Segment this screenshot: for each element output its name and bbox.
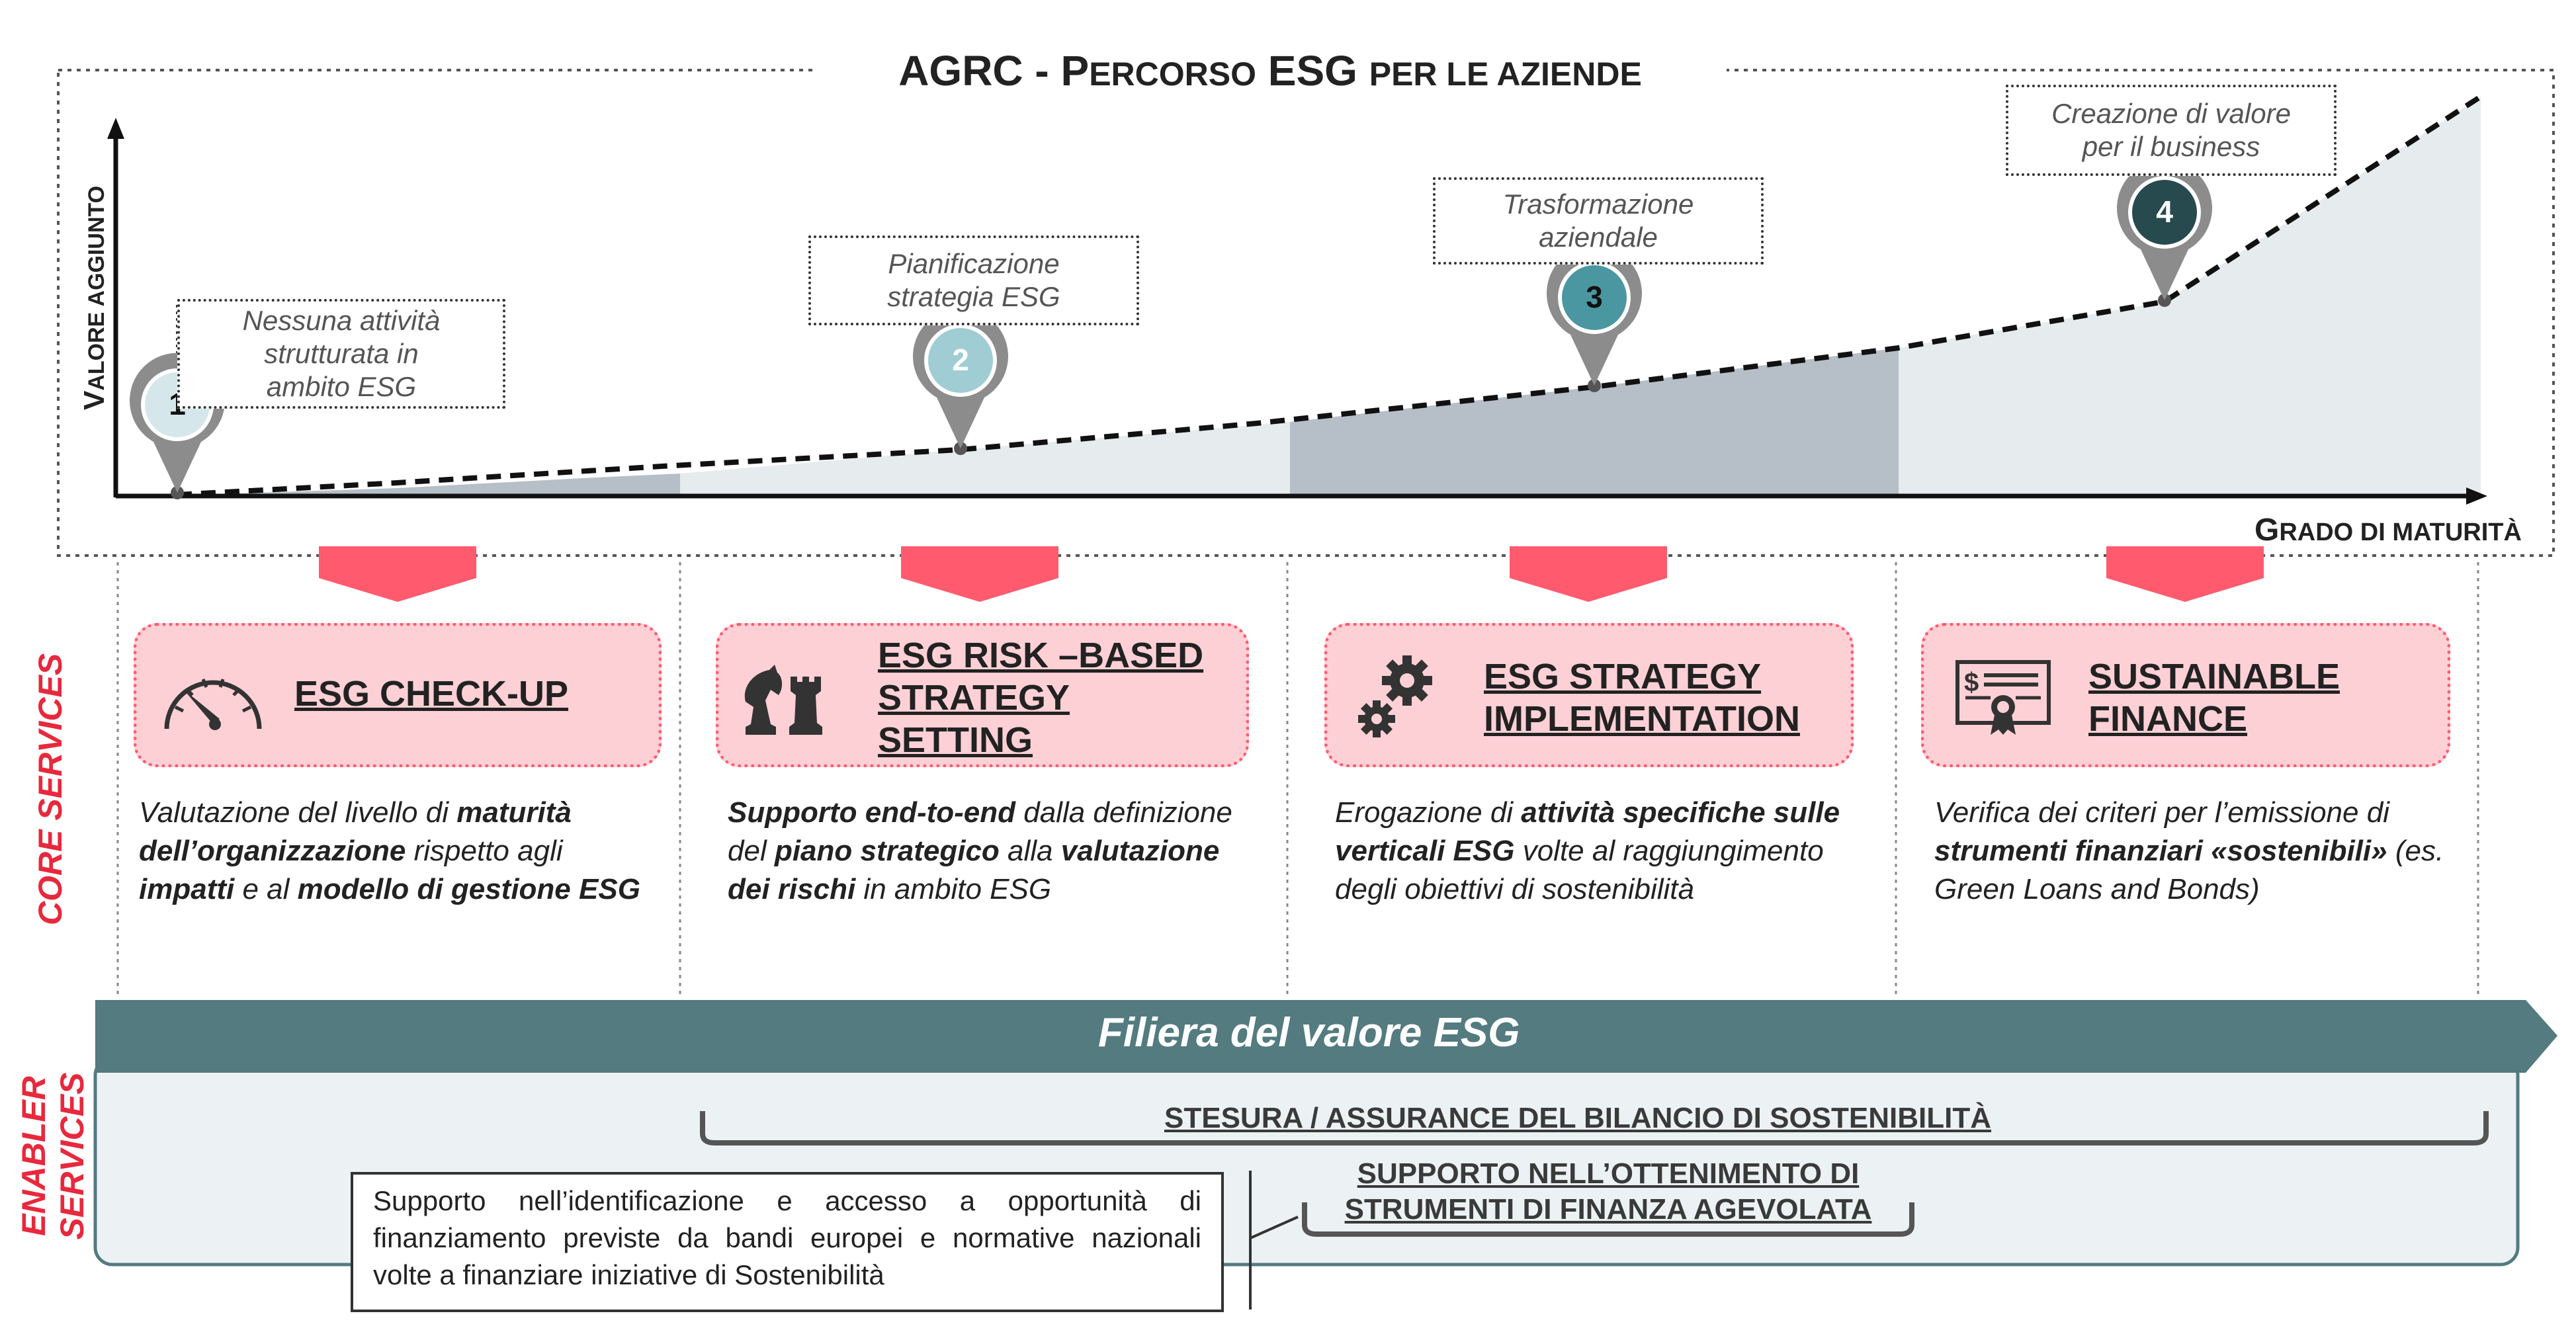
funding-support-box: Supporto nell’identificazione e accesso … [351,1172,1224,1312]
callout-line: per il business [2082,131,2260,162]
description-run: Verifica dei criteri per l’emissione di [1934,796,2389,829]
stage-number-4: 4 [2156,194,2173,229]
description-run: Supporto end-to-end [728,796,1016,829]
service-title-line: SUSTAINABLE [2088,657,2340,696]
banner-text: Filiera del valore ESG [1098,1010,1520,1056]
service-title: ESG CHECK-UP [294,674,569,714]
finanza-label-line: SUPPORTO NELL’OTTENIMENTO DI [1357,1157,1860,1190]
stage-number-3: 3 [1586,280,1603,314]
description-run: Erogazione di [1335,796,1522,829]
area-segment-2 [680,422,1290,496]
chess-icon [739,661,832,743]
description-run: dalla definizione del [728,796,1232,867]
callout-line: strutturata in [264,338,419,369]
area-segment-4 [1899,97,2481,496]
description-run: alla [999,835,1061,867]
maturity-line [177,94,2483,497]
down-arrow-3 [1510,546,1667,602]
description-run: rispetto agli [406,835,563,867]
callout-line: Creazione di valore [2051,98,2291,129]
title-part: ESG [1256,47,1369,95]
description-run: volte al raggiungimento degli obiettivi … [1335,835,1824,905]
callout-line: Nessuna attività [242,305,441,336]
maturity-chart [57,69,2555,557]
service-title-line: ESG RISK –BASED [878,636,1204,675]
down-arrow-1 [319,546,476,602]
description-run: e al [234,873,298,905]
service-title-line: STRATEGY [878,678,1070,718]
down-arrow-4 [2106,546,2264,602]
callout-line: strategia ESG [887,281,1060,312]
finanza-bracket [1302,1202,1914,1237]
service-title-block: SUSTAINABLE FINANCE [2088,655,2340,740]
title-part: PER LE AZIENDE [1369,56,1642,93]
description-run: attività specifiche sulle verticali ESG [1335,796,1840,867]
x-axis-label-cap: G [2254,513,2280,548]
service-title-line: FINANCE [2088,699,2247,739]
service-card-esg-check-up[interactable]: ESG CHECK-UP [134,623,662,767]
description-run: Valutazione del livello di [139,796,457,829]
stage-number-2: 2 [952,343,969,377]
value-chain-banner-label: Filiera del valore ESG [1098,1009,1520,1056]
callout-line: Pianificazione [888,248,1060,279]
description-run: in ambito ESG [855,873,1052,905]
location-pin-4-icon [2117,160,2212,300]
finanza-label: SUPPORTO NELL’OTTENIMENTO DI STRUMENTI D… [1301,1156,1916,1228]
area-segment-1 [116,474,680,496]
title-part: AGRC - P [898,47,1090,95]
svg-text:$: $ [1964,668,1979,697]
bilancio-label: STESURA / ASSURANCE DEL BILANCIO DI SOST… [1164,1102,1992,1134]
callout-line: aziendale [1539,222,1658,253]
gears-icon [1354,650,1440,746]
service-card-esg-strategy-implementation[interactable]: ESG STRATEGY IMPLEMENTATION [1324,623,1854,767]
x-axis-arrow [2466,487,2487,505]
service-title-block: ESG RISK –BASED STRATEGY SETTING [878,634,1203,761]
bilancio-bracket [700,1111,2489,1145]
y-axis-arrow [107,118,124,139]
service-card-esg-risk-based-strategy[interactable]: ESG RISK –BASED STRATEGY SETTING [716,623,1249,767]
description-run: (es. Green Loans and Bonds) [1934,835,2444,905]
description-run: valutazione dei rischi [728,835,1220,905]
gauge-icon [157,653,269,742]
description-run: modello di gestione ESG [297,873,640,905]
service-title-block: ESG STRATEGY IMPLEMENTATION [1484,655,1800,740]
service-description-4: Verifica dei criteri per l’emissione di … [1934,794,2457,909]
callout-line: Trasformazione [1502,188,1694,220]
service-title-line: IMPLEMENTATION [1484,699,1800,739]
description-run: piano strategico [774,835,1000,867]
x-axis-label-rest: RADO DI MATURITÀ [2279,519,2522,546]
down-arrow-2 [901,546,1058,602]
callout-line: ambito ESG [266,371,417,402]
finanza-label-line: STRUMENTI DI FINANZA AGEVOLATA [1344,1193,1872,1226]
service-description-3: Erogazione di attività specifiche sulle … [1335,794,1864,909]
x-axis-label: GRADO DI MATURITÀ [2254,512,2522,548]
service-description-1: Valutazione del livello di maturità dell… [139,794,648,909]
certificate-icon: $ [1953,657,2053,739]
service-description-2: Supporto end-to-end dalla definizione de… [728,794,1257,909]
service-title-line: ESG STRATEGY [1484,657,1762,696]
page-title: AGRC - PERCORSO ESG PER LE AZIENDE [814,46,1727,95]
title-part: ERCORSO [1089,56,1256,93]
service-card-sustainable-finance[interactable]: $ SUSTAINABLE FINANCE [1921,623,2450,767]
location-pin-2-icon [912,308,1008,448]
description-run: impatti [139,873,235,905]
service-title-line: SETTING [878,720,1033,760]
description-run: maturità dell’organizzazione [139,796,572,867]
value-chain-banner [95,1000,2557,1073]
area-segment-3 [1290,348,1899,496]
description-run: strumenti finanziari «sostenibili» [1934,835,2387,867]
